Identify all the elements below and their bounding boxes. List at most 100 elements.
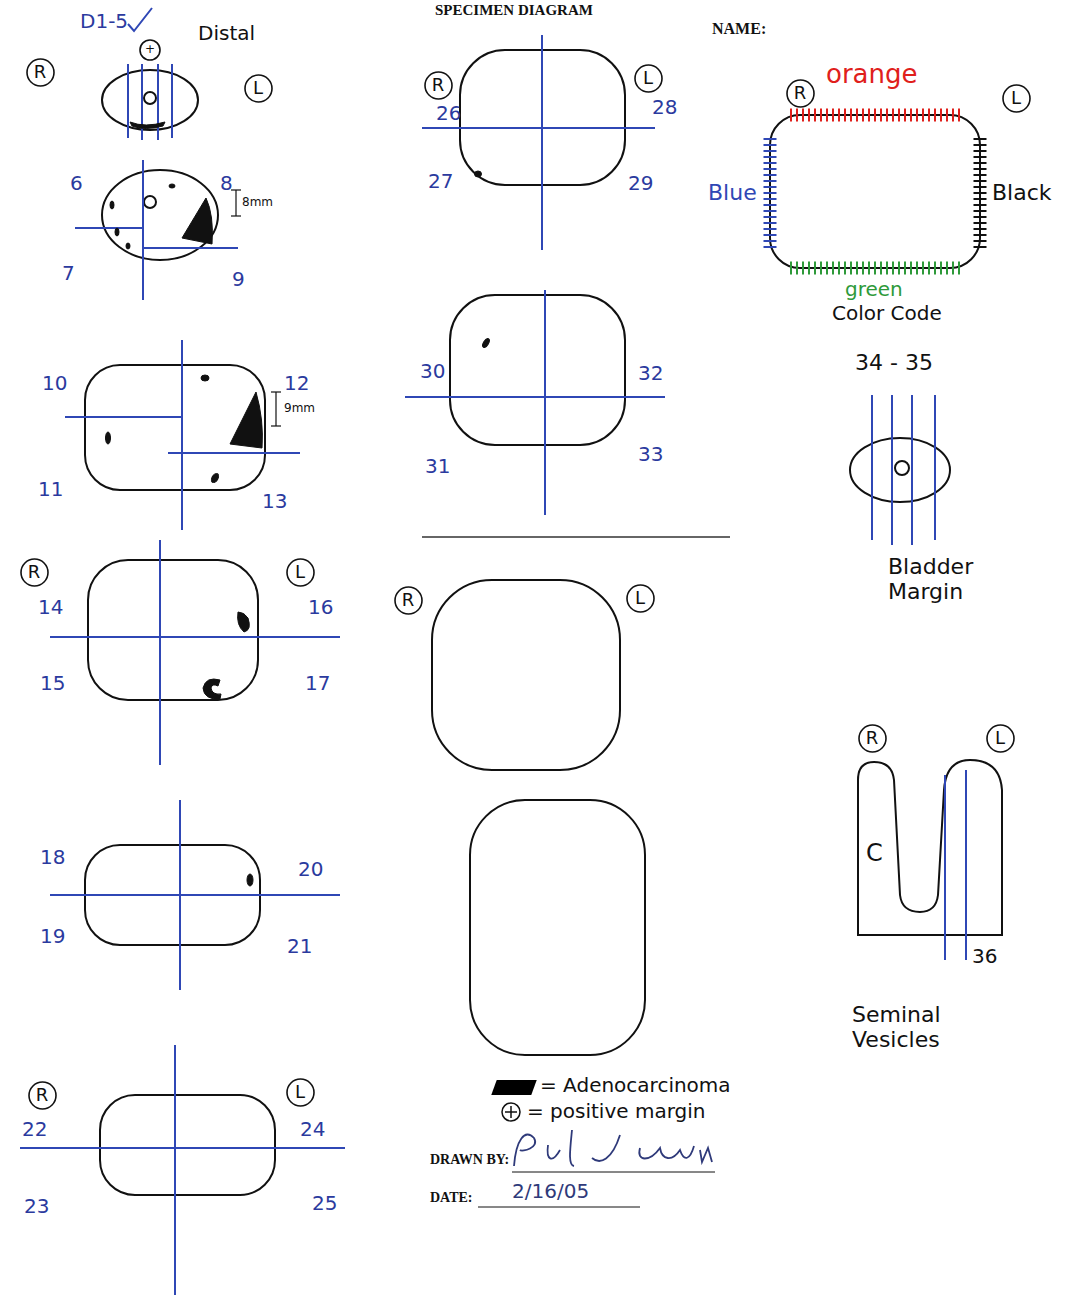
callout-number: 18	[40, 846, 65, 869]
side-marker-circle: L	[286, 558, 315, 587]
callout-number: 19	[40, 925, 65, 948]
callout-number: 25	[312, 1192, 337, 1215]
side-marker-circle: L	[286, 1078, 315, 1107]
urethra	[144, 196, 156, 208]
section-outline	[88, 560, 258, 700]
urethra	[144, 92, 156, 104]
side-letter: R	[432, 75, 445, 96]
legend-text: = positive margin	[527, 1100, 705, 1123]
callout-number: 12	[284, 372, 309, 395]
callout-number: 21	[287, 935, 312, 958]
side-letter: R	[866, 728, 879, 749]
callout-number: 24	[300, 1118, 325, 1141]
ink-color-label: Black	[992, 180, 1052, 205]
callout-number: 29	[628, 172, 653, 195]
section-outline	[432, 580, 620, 770]
side-letter: R	[28, 562, 41, 583]
side-marker-circle: L	[634, 64, 663, 93]
callout-number: 31	[425, 455, 450, 478]
positive-margin-symbol	[500, 1101, 522, 1123]
side-letter: R	[34, 62, 47, 83]
side-marker-circle: +	[139, 39, 161, 61]
block-label: D1-5	[80, 10, 128, 33]
color-code-outline	[770, 115, 980, 268]
tumor-focus	[106, 122, 491, 886]
side-letter: L	[253, 78, 263, 99]
seminal-vesicles-outline	[858, 760, 1002, 935]
side-marker-circle: R	[786, 79, 815, 108]
side-marker-circle: R	[858, 724, 887, 753]
callout-number: 36	[972, 945, 997, 968]
page-title: SPECIMEN DIAGRAM	[435, 2, 593, 19]
section-caption: Seminal Vesicles	[852, 1002, 972, 1053]
ink-hatch	[790, 262, 962, 275]
callout-number: 28	[652, 96, 677, 119]
callout-number: 9	[232, 268, 245, 291]
side-marker-circle: R	[28, 1081, 57, 1110]
side-marker-circle: R	[394, 586, 423, 615]
dimension: 8mm	[242, 196, 273, 210]
region-label: C	[866, 840, 883, 868]
callout-number: 6	[70, 172, 83, 195]
side-marker-circle: L	[1002, 84, 1031, 113]
callout-number: 23	[24, 1195, 49, 1218]
section-caption: Bladder Margin	[888, 554, 1008, 605]
side-letter: L	[643, 68, 653, 89]
callout-number: 32	[638, 362, 663, 385]
callout-number: 27	[428, 170, 453, 193]
block-label: 34 - 35	[855, 350, 933, 375]
orientation-note: Distal	[198, 22, 255, 45]
side-letter: L	[295, 562, 305, 583]
section-outline	[100, 1095, 275, 1195]
side-marker-circle: L	[244, 74, 273, 103]
callout-number: 7	[62, 262, 75, 285]
section-caption: Color Code	[832, 302, 942, 325]
section-outline	[102, 70, 198, 130]
ink-color-label: orange	[826, 60, 918, 90]
form-field: NAME:	[712, 20, 766, 38]
section-outline	[102, 170, 218, 260]
side-letter: +	[145, 43, 155, 57]
urethra	[895, 461, 909, 475]
side-letter: R	[402, 590, 415, 611]
ink-color-label: green	[845, 278, 903, 301]
callout-number: 10	[42, 372, 67, 395]
legend-text: = Adenocarcinoma	[540, 1074, 731, 1097]
side-letter: L	[295, 1082, 305, 1103]
side-marker-circle: R	[424, 71, 453, 100]
ink-hatch	[764, 138, 777, 250]
section-outline	[450, 295, 625, 445]
side-marker-circle: R	[26, 58, 55, 87]
side-letter: R	[794, 83, 807, 104]
ink-hatch	[790, 109, 962, 122]
date-value: 2/16/05	[512, 1180, 589, 1203]
side-marker-circle: L	[986, 724, 1015, 753]
side-letter: R	[36, 1085, 49, 1106]
callout-number: 15	[40, 672, 65, 695]
side-letter: L	[995, 728, 1005, 749]
dimension: 9mm	[284, 402, 315, 416]
side-marker-circle: L	[626, 584, 655, 613]
form-field: DATE:	[430, 1190, 473, 1206]
callout-number: 20	[298, 858, 323, 881]
side-marker-circle: R	[20, 558, 49, 587]
callout-number: 30	[420, 360, 445, 383]
callout-number: 8	[220, 172, 233, 195]
section-outline	[470, 800, 645, 1055]
callout-number: 14	[38, 596, 63, 619]
signature	[514, 1130, 712, 1166]
section-outline	[85, 365, 265, 490]
callout-number: 11	[38, 478, 63, 501]
ink-hatch	[974, 138, 987, 250]
side-letter: L	[635, 588, 645, 609]
callout-number: 26	[436, 102, 461, 125]
ink-color-label: Blue	[708, 180, 757, 205]
legend-swatch	[491, 1080, 536, 1095]
callout-number: 22	[22, 1118, 47, 1141]
form-field: DRAWN BY:	[430, 1152, 509, 1168]
callout-number: 16	[308, 596, 333, 619]
side-letter: L	[1011, 88, 1021, 109]
callout-number: 33	[638, 443, 663, 466]
callout-number: 17	[305, 672, 330, 695]
callout-number: 13	[262, 490, 287, 513]
